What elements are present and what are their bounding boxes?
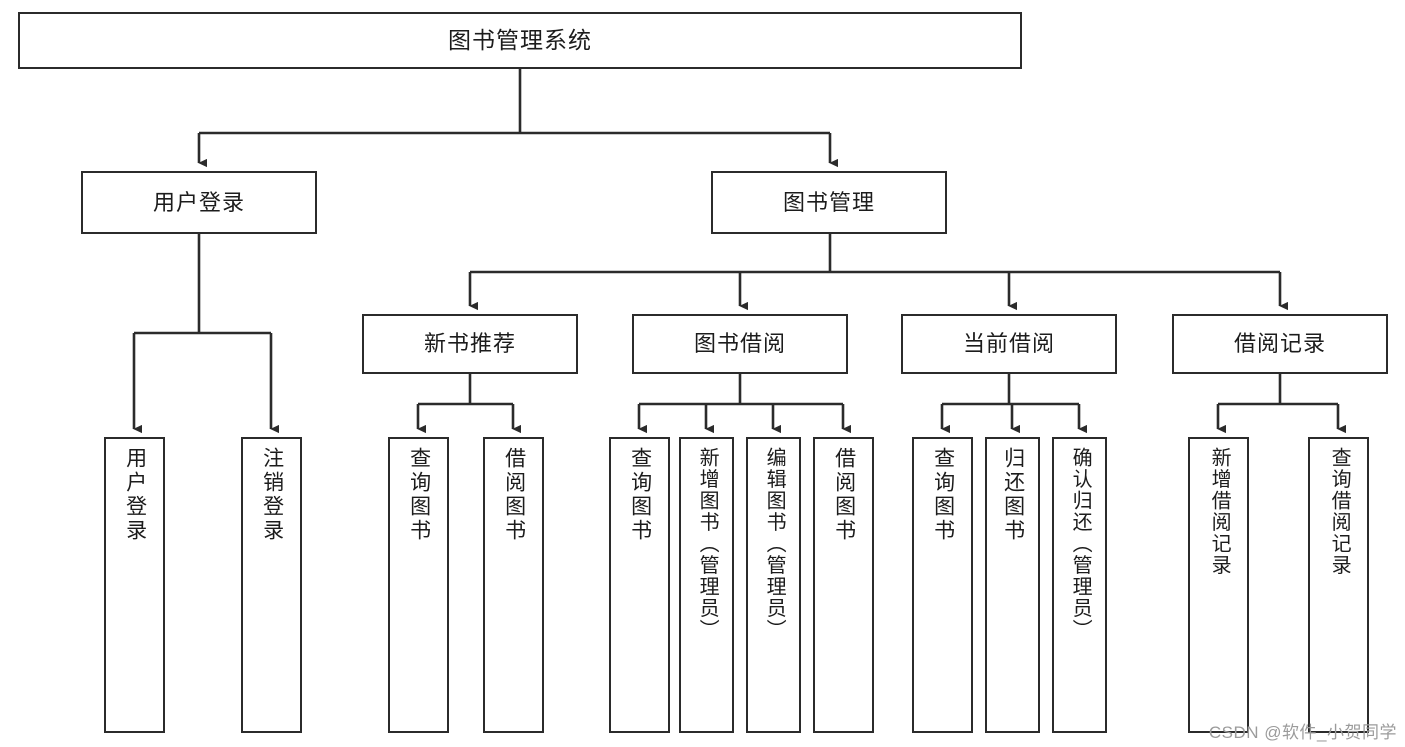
node-leaf-add-book-admin-label: 新增图书（管理员） — [696, 447, 719, 641]
node-book-management[interactable]: 图书管理 — [711, 171, 947, 234]
node-borrowing-record-label: 借阅记录 — [1233, 331, 1326, 357]
node-leaf-borrow-book-label: 借阅图书 — [832, 447, 856, 543]
node-borrowing-record[interactable]: 借阅记录 — [1172, 314, 1388, 374]
csdn-watermark: CSDN @软件_小贺同学 — [1208, 723, 1397, 742]
node-current-borrowing[interactable]: 当前借阅 — [901, 314, 1117, 374]
node-leaf-return-book[interactable]: 归还图书 — [985, 437, 1040, 733]
node-leaf-query-book-borrow-label: 查询图书 — [628, 447, 652, 543]
node-leaf-borrow-book[interactable]: 借阅图书 — [813, 437, 874, 733]
node-leaf-user-login[interactable]: 用户登录 — [104, 437, 165, 733]
node-new-book-recommendation-label: 新书推荐 — [423, 331, 516, 357]
node-book-management-label: 图书管理 — [782, 189, 875, 215]
node-user-login-label: 用户登录 — [152, 189, 245, 215]
node-leaf-add-book-admin[interactable]: 新增图书（管理员） — [679, 437, 734, 733]
node-leaf-add-borrow-record-label: 新增借阅记录 — [1208, 447, 1231, 576]
node-leaf-user-login-label: 用户登录 — [123, 447, 147, 543]
node-leaf-confirm-return-admin-label: 确认归还（管理员） — [1069, 447, 1092, 641]
node-leaf-query-borrow-record[interactable]: 查询借阅记录 — [1308, 437, 1369, 733]
node-user-login[interactable]: 用户登录 — [81, 171, 317, 234]
node-book-borrowing[interactable]: 图书借阅 — [632, 314, 848, 374]
node-leaf-query-book-rec-label: 查询图书 — [407, 447, 431, 543]
node-leaf-query-book-current-label: 查询图书 — [931, 447, 955, 543]
node-book-borrowing-label: 图书借阅 — [693, 331, 786, 357]
node-leaf-query-borrow-record-label: 查询借阅记录 — [1328, 447, 1351, 576]
node-leaf-add-borrow-record[interactable]: 新增借阅记录 — [1188, 437, 1249, 733]
node-leaf-return-book-label: 归还图书 — [1001, 447, 1025, 543]
node-leaf-borrow-book-rec[interactable]: 借阅图书 — [483, 437, 544, 733]
node-leaf-edit-book-admin[interactable]: 编辑图书（管理员） — [746, 437, 801, 733]
node-leaf-edit-book-admin-label: 编辑图书（管理员） — [763, 447, 786, 641]
node-leaf-query-book-rec[interactable]: 查询图书 — [388, 437, 449, 733]
node-leaf-logout[interactable]: 注销登录 — [241, 437, 302, 733]
node-leaf-confirm-return-admin[interactable]: 确认归还（管理员） — [1052, 437, 1107, 733]
node-leaf-query-book-current[interactable]: 查询图书 — [912, 437, 973, 733]
node-root-book-management-system[interactable]: 图书管理系统 — [18, 12, 1022, 69]
node-root-label: 图书管理系统 — [448, 26, 592, 53]
node-current-borrowing-label: 当前借阅 — [962, 331, 1055, 357]
node-leaf-query-book-borrow[interactable]: 查询图书 — [609, 437, 670, 733]
node-leaf-logout-label: 注销登录 — [260, 447, 284, 543]
node-leaf-borrow-book-rec-label: 借阅图书 — [502, 447, 526, 543]
node-new-book-recommendation[interactable]: 新书推荐 — [362, 314, 578, 374]
